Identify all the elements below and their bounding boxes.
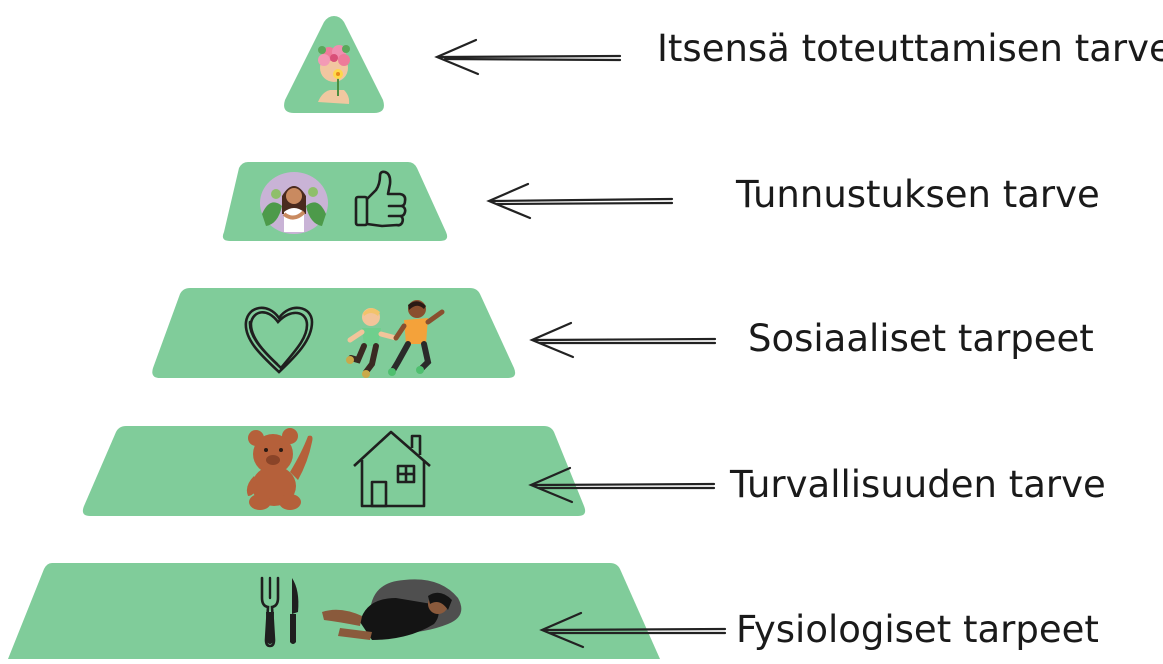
pyramid-tier-esteem [222, 162, 448, 241]
self-hug-woman-icon [260, 172, 328, 234]
label-safety: Turvallisuuden tarve [730, 463, 1106, 506]
arrow-to-tier-social [529, 321, 717, 359]
heart-icon [244, 306, 314, 374]
arrow-to-tier-self-actualization [434, 38, 622, 76]
flower-head-icon [318, 45, 350, 104]
label-esteem: Tunnustuksen tarve [736, 173, 1100, 216]
pyramid-tier-safety [82, 426, 586, 516]
arrow-to-tier-safety [528, 466, 716, 504]
teddy-bear-icon [246, 428, 313, 510]
label-physiological: Fysiologiset tarpeet [736, 608, 1099, 651]
pyramid-tier-social [152, 288, 516, 378]
thumbs-up-icon [354, 170, 407, 228]
house-icon [353, 430, 431, 508]
arrow-to-tier-esteem [486, 182, 674, 220]
children-holding-hands-icon [346, 300, 445, 378]
fork-knife-icon [260, 576, 299, 648]
arrow-to-tier-physiological [539, 611, 727, 649]
label-social: Sosiaaliset tarpeet [748, 317, 1094, 360]
label-self-actualization: Itsensä toteuttamisen tarve [657, 27, 1163, 70]
sleeping-person-icon [322, 579, 462, 640]
